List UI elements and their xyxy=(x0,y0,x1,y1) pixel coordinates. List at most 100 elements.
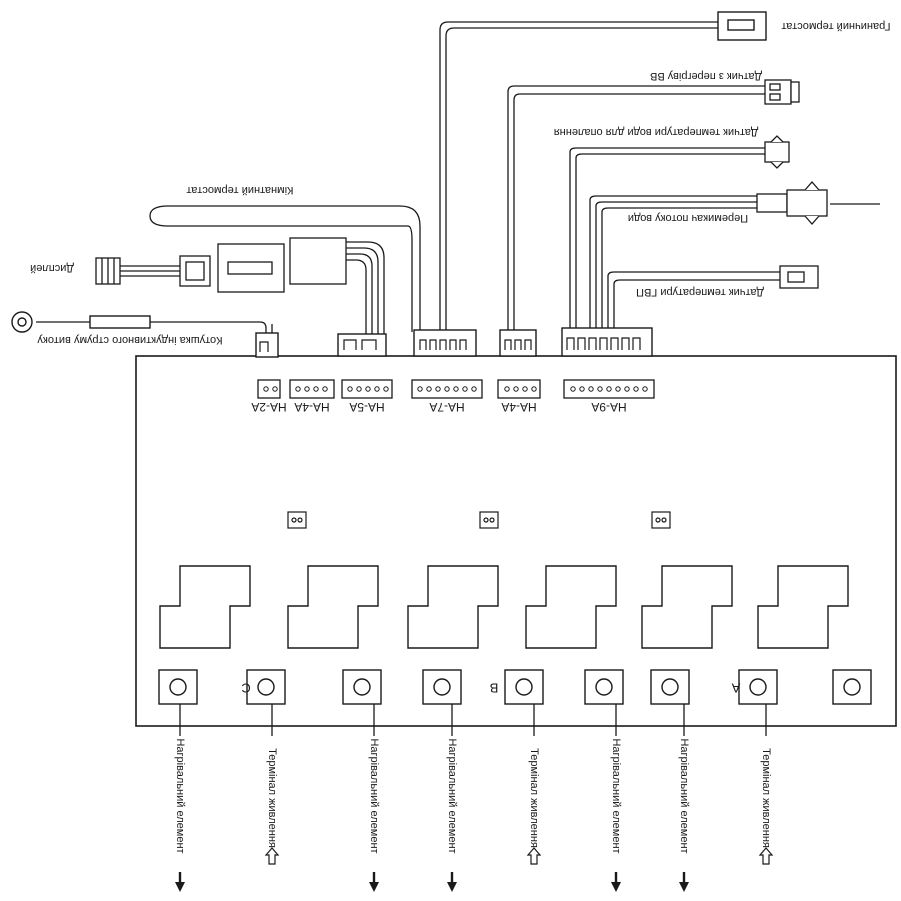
header-pin xyxy=(356,386,362,392)
header-pin xyxy=(633,386,639,392)
header-pin xyxy=(522,386,528,392)
component-induction-coil xyxy=(11,311,151,333)
screw-terminal xyxy=(650,669,690,705)
header-pin xyxy=(462,386,468,392)
header-label-ha-4a-left: HA-4A xyxy=(294,400,329,414)
connector-ha-2a-plug xyxy=(255,332,279,358)
arrow-up-outline-icon xyxy=(264,847,280,865)
label-overheat-sensor: Датчик з перегріву ВВ xyxy=(650,70,762,82)
header-pin xyxy=(597,386,603,392)
screw-terminals xyxy=(158,669,872,705)
bottom-label: Нагрівальний елемент xyxy=(174,738,186,853)
aux-2pin-headers xyxy=(287,511,671,529)
header-pin xyxy=(453,386,459,392)
header-label-ha-2a: HA-2A xyxy=(251,400,286,414)
header-pin xyxy=(570,386,576,392)
header-pin xyxy=(417,386,423,392)
header-pin xyxy=(263,386,269,392)
header-pin xyxy=(313,386,319,392)
header-pin xyxy=(579,386,585,392)
header-pin xyxy=(531,386,537,392)
arrow-down-icon xyxy=(175,872,185,892)
header-pin xyxy=(615,386,621,392)
header-label-ha-4a-right: HA-4A xyxy=(501,400,536,414)
header-ha-9a xyxy=(563,379,655,399)
relay-3 xyxy=(407,565,499,649)
screw-terminal xyxy=(422,669,462,705)
bottom-label: Термінал живлення xyxy=(528,748,540,848)
phase-letter-b: B xyxy=(490,681,499,696)
arrow-down-icon xyxy=(369,872,379,892)
bottom-label: Нагрівальний елемент xyxy=(446,738,458,853)
header-label-ha-9a: HA-9A xyxy=(591,400,626,414)
heating-element-lead: Нагрівальний елемент xyxy=(174,704,186,892)
relay-2 xyxy=(287,565,379,649)
header-label-ha-7a: HA-7A xyxy=(429,400,464,414)
heating-element-lead: Нагрівальний елемент xyxy=(446,704,458,892)
header-pin xyxy=(365,386,371,392)
header-pin xyxy=(426,386,432,392)
power-terminal-lead: Термінал живлення xyxy=(264,704,280,865)
header-pin xyxy=(272,386,278,392)
connector-pins xyxy=(259,337,641,352)
header-ha-4a-left xyxy=(289,379,335,399)
header-pin xyxy=(471,386,477,392)
component-limit-thermostat xyxy=(717,11,767,41)
arrow-down-icon xyxy=(679,872,689,892)
board-headers xyxy=(257,379,655,399)
bottom-label: Нагрівальний елемент xyxy=(678,738,690,853)
header-pin xyxy=(304,386,310,392)
connector-ha-4a-plug xyxy=(499,329,537,357)
component-dhw-temp-sensor xyxy=(779,265,819,289)
header-ha-4a-right xyxy=(497,379,541,399)
relay-4 xyxy=(525,565,617,649)
label-display: Дисплей xyxy=(30,262,74,274)
label-heating-water-temp-sensor: Датчик температури води для опалення xyxy=(554,126,759,138)
header-pin xyxy=(642,386,648,392)
header-ha-2a xyxy=(257,379,281,399)
phase-letters: C B A xyxy=(241,681,740,696)
header-pin xyxy=(513,386,519,392)
header-pins xyxy=(263,386,648,392)
bottom-label: Термінал живлення xyxy=(266,748,278,848)
arrow-down-icon xyxy=(447,872,457,892)
power-terminal-lead: Термінал живлення xyxy=(526,704,542,865)
bottom-label: Нагрівальний елемент xyxy=(368,738,380,853)
screw-terminal xyxy=(738,669,778,705)
relay-6 xyxy=(757,565,849,649)
wires xyxy=(36,21,880,334)
label-induction-coil: Котушка індуктивного струму витоку xyxy=(37,334,223,346)
heating-element-lead: Нагрівальний елемент xyxy=(678,704,690,892)
power-relays xyxy=(159,565,849,649)
screw-terminal xyxy=(832,669,872,705)
header-pin xyxy=(435,386,441,392)
screw-terminal xyxy=(158,669,198,705)
phase-letter-c: C xyxy=(241,681,250,696)
component-heating-water-temp-sensor xyxy=(764,135,790,169)
bottom-leads: Нагрівальний елемент Термінал живлення Наг… xyxy=(174,704,774,892)
header-pin xyxy=(588,386,594,392)
connector-ha-7a-plug xyxy=(413,329,477,357)
header-labels: HA-2A HA-4A HA-5A HA-7A HA-4A HA-9A xyxy=(251,400,626,414)
label-dhw-temp-sensor: Датчик температури ГВП xyxy=(636,286,764,298)
arrow-up-outline-icon xyxy=(526,847,542,865)
screw-terminal xyxy=(504,669,544,705)
arrow-up-outline-icon xyxy=(758,847,774,865)
header-pin xyxy=(444,386,450,392)
header-pin xyxy=(624,386,630,392)
header-pin xyxy=(295,386,301,392)
heating-element-lead: Нагрівальний елемент xyxy=(610,704,622,892)
screw-terminal xyxy=(342,669,382,705)
bottom-label: Нагрівальний елемент xyxy=(610,738,622,853)
component-overheat-sensor xyxy=(764,79,800,105)
screw-terminal xyxy=(584,669,624,705)
top-labels: Граничний термостат Датчик з перегріву В… xyxy=(30,20,890,346)
header-ha-5a xyxy=(341,379,393,399)
board-connectors xyxy=(255,327,653,358)
bottom-label: Термінал живлення xyxy=(760,748,772,848)
header-pin xyxy=(374,386,380,392)
label-limit-thermostat: Граничний термостат xyxy=(781,20,890,32)
relay-5 xyxy=(641,565,733,649)
